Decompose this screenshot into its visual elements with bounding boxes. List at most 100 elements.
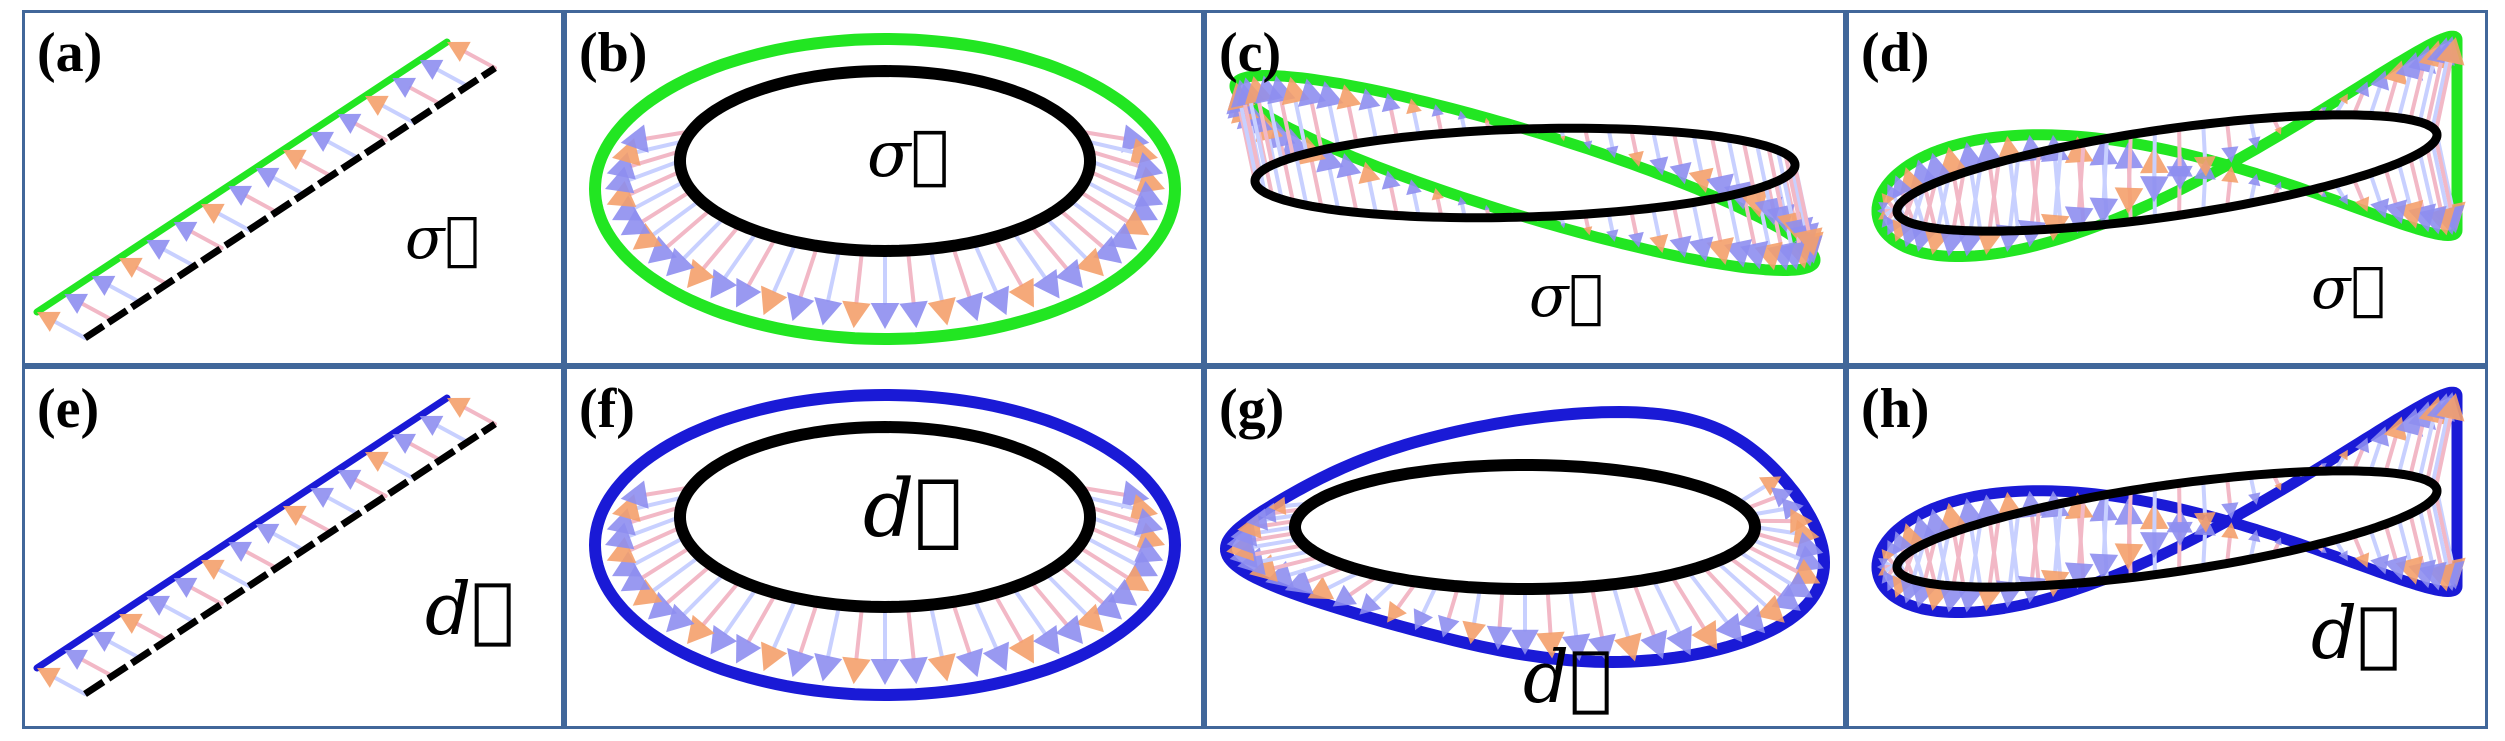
director-arrow [2368,171,2390,219]
director-arrow [2368,426,2390,474]
director-arrow [365,95,415,124]
director-arrow [2140,484,2169,559]
director-arrow [842,248,871,329]
backbone [673,420,1097,614]
director-arrow [419,415,470,444]
director-arrow [1413,582,1439,631]
director-arrow [365,451,415,480]
panel-b-vector-label: σ⃗ [867,118,950,192]
director-arrow [1688,131,1714,193]
director-arrow [447,41,497,70]
director-arrow [1056,562,1123,620]
director-arrow [2114,132,2144,214]
director-arrow [1010,229,1060,299]
director-arrow [228,185,279,214]
director-arrow [1669,203,1692,258]
director-arrow [1669,129,1692,185]
director-arrow [927,602,956,682]
director-arrow [1751,531,1824,560]
director-arrow [606,169,684,208]
panel-h: (h) d⃗ [1846,366,2488,729]
director-arrow [119,257,169,286]
director-arrow [620,544,694,592]
panel-f-drawing [588,388,1182,702]
director-arrow [1010,585,1060,655]
director-arrow [647,562,714,620]
director-arrow [1307,568,1365,600]
panel-g-label: (g) [1219,378,1285,440]
director-arrow [1649,128,1669,176]
director-arrow [201,559,251,588]
director-arrow [1631,579,1668,660]
director-arrow [447,397,497,426]
director-arrow [1358,88,1381,143]
panel-c-drawing [1226,70,1824,276]
ribbon-edge [1219,405,1831,669]
director-arrow [2064,140,2094,234]
director-arrow [173,221,224,250]
director-arrow [1668,572,1718,650]
director-arrow [2193,122,2216,177]
director-arrow [612,179,688,221]
director-arrow [1082,494,1158,522]
director-arrow [992,591,1034,664]
director-arrow [255,523,306,552]
director-arrow [1381,170,1401,218]
director-arrow [870,605,900,685]
panel-e-drawing [33,394,497,697]
director-arrow [1438,584,1461,638]
director-arrow [1027,578,1083,644]
director-arrow [283,505,333,534]
director-arrow [283,149,333,178]
director-arrow [392,433,443,462]
panel-a-drawing [33,38,497,341]
director-arrow [632,554,703,606]
backbone [1250,123,1800,223]
director-arrow [787,243,820,322]
panel-g-drawing [1219,405,1831,669]
director-arrow [1381,93,1401,141]
director-arrow [1336,84,1362,146]
director-arrow [971,596,1009,672]
director-arrow [1649,205,1669,253]
director-arrow [927,246,956,326]
director-arrow [2433,393,2465,490]
director-arrow [1650,576,1692,656]
director-arrow [392,77,443,106]
panel-e: (e) d⃗ [22,366,564,729]
director-arrow [2166,481,2193,546]
panel-a-label: (a) [37,22,103,84]
ribbon-edge [588,32,1182,346]
backbone [83,65,497,341]
director-arrow [2140,128,2169,203]
director-arrow [612,535,688,577]
panel-e-vector-label: d⃗ [425,567,515,651]
strip-edge [33,394,451,672]
panel-f-vector-label: d⃗ [863,462,963,555]
director-arrow [1685,568,1743,643]
director-arrow [870,249,900,329]
director-arrow [2433,37,2465,134]
panel-f: (f) d⃗ [564,366,1204,729]
panel-f-label: (f) [579,378,635,440]
director-arrow [605,159,682,194]
director-arrow [1587,584,1616,662]
director-arrow [1056,206,1123,264]
panel-b-drawing [588,32,1182,346]
director-arrow [2383,416,2408,475]
director-arrow [1688,200,1714,262]
panel-a: (a) σ⃗ [22,10,564,366]
director-arrow [1086,504,1164,536]
director-arrow [1611,582,1642,662]
ribbon-edge [588,388,1182,702]
director-arrow [2089,492,2119,581]
director-arrow [37,311,87,340]
backbone [673,64,1097,258]
strip-edge [33,38,451,316]
director-arrow [91,631,142,660]
director-arrow [1387,579,1419,623]
director-arrow [2368,527,2390,575]
director-arrow [2166,125,2193,190]
director-arrow [1067,198,1138,250]
director-arrow [1336,153,1362,215]
